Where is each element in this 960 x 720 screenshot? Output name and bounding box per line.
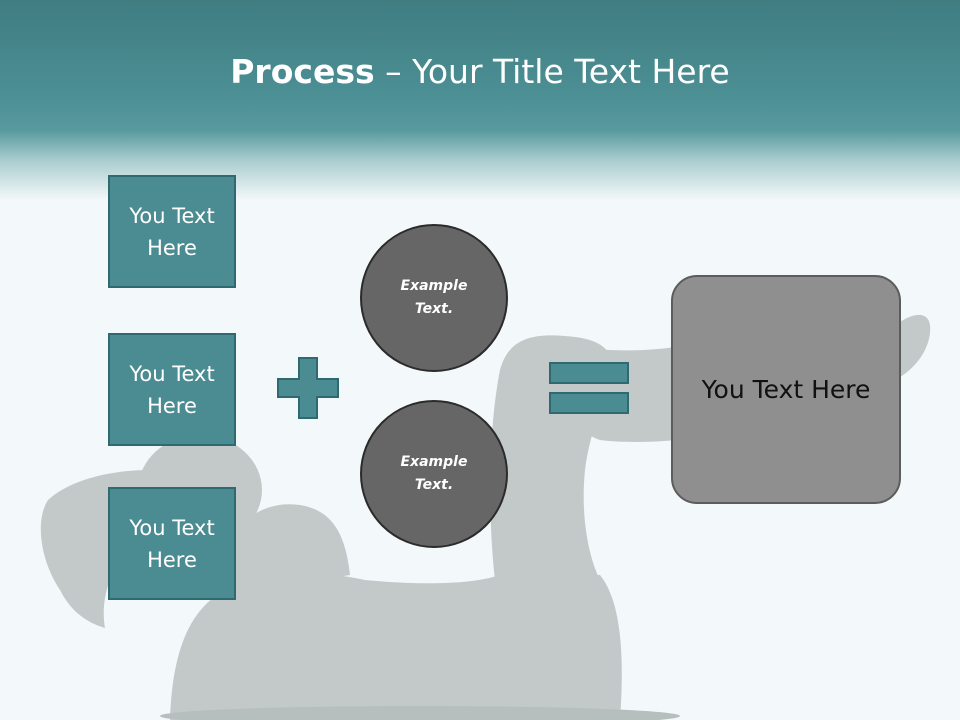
title-bold: Process: [230, 52, 375, 91]
text-box-1: You Text Here: [108, 175, 236, 288]
circle-2-text: Example Text.: [400, 454, 468, 493]
equals-icon: [549, 362, 629, 414]
slide-title: Process – Your Title Text Here: [0, 52, 960, 91]
result-box: You Text Here: [671, 275, 901, 504]
example-circle-2: Example Text.: [360, 400, 508, 548]
plus-icon: [277, 357, 339, 419]
text-box-3: You Text Here: [108, 487, 236, 600]
title-rest: – Your Title Text Here: [374, 52, 730, 91]
text-box-2: You Text Here: [108, 333, 236, 446]
example-circle-1: Example Text.: [360, 224, 508, 372]
title-banner: [0, 0, 960, 200]
circle-1-text: Example Text.: [400, 278, 468, 317]
